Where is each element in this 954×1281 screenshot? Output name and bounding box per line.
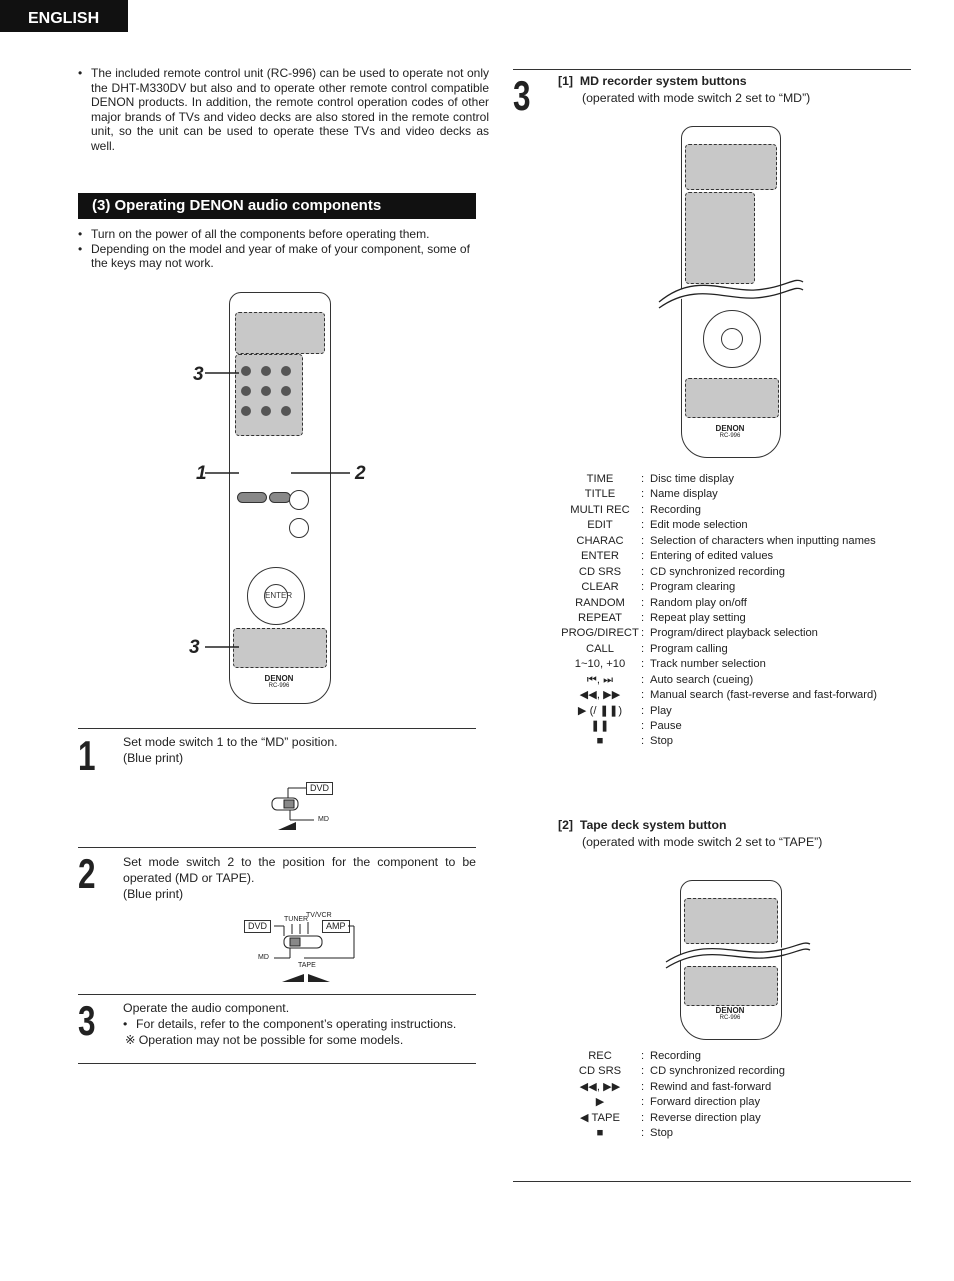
- dvd-label: DVD: [244, 920, 272, 933]
- tape-label: TAPE: [298, 962, 316, 969]
- step-bullet: For details, refer to the component’s op…: [123, 1016, 483, 1032]
- remote-brand: DENON: [715, 424, 745, 433]
- md-label: MD: [258, 954, 269, 961]
- dvd-label: DVD: [306, 782, 334, 795]
- divider: [513, 69, 911, 70]
- step-print-note: (Blue print): [123, 887, 184, 901]
- remote-brand: DENON: [264, 674, 294, 683]
- divider: [78, 728, 476, 729]
- tvvcr-label: TV/VCR: [306, 912, 332, 919]
- step-print-note: (Blue print): [123, 751, 184, 765]
- step-text: Set mode switch 1 to the “MD” position. …: [123, 734, 476, 766]
- right-step-number: 3: [513, 72, 531, 119]
- tape-section-heading: [2] Tape deck system button: [558, 818, 727, 832]
- divider: [78, 1063, 476, 1064]
- remote-model: RC-996: [719, 1015, 741, 1021]
- step-text: Operate the audio component. For details…: [123, 1000, 483, 1048]
- step-number: 1: [78, 732, 96, 779]
- callout-3-top: 3: [193, 364, 204, 385]
- step-number: 3: [78, 997, 96, 1044]
- intro-paragraph: The included remote control unit (RC-996…: [78, 66, 489, 154]
- callout-2: 2: [355, 463, 366, 484]
- remote-illustration-md: DENON RC-996: [655, 122, 805, 462]
- section-notes: Turn on the power of all the components …: [78, 227, 476, 271]
- divider: [78, 847, 476, 848]
- section-heading: (3) Operating DENON audio components: [78, 193, 476, 219]
- step-instruction: Set mode switch 2 to the position for th…: [123, 855, 476, 885]
- remote-model: RC-996: [719, 433, 741, 439]
- callout-lines: [205, 372, 350, 648]
- section-note: Depending on the model and year of make …: [78, 242, 476, 271]
- step-instruction: Operate the audio component.: [123, 1001, 290, 1015]
- language-tab: ENGLISH: [0, 0, 128, 32]
- tape-section-note: (operated with mode switch 2 set to “TAP…: [582, 835, 823, 849]
- remote-illustration-main: ENTER DENON RC-996: [229, 292, 333, 706]
- tuner-label: TUNER: [284, 916, 309, 923]
- step-instruction: Set mode switch 1 to the “MD” position.: [123, 735, 338, 749]
- md-label: MD: [318, 816, 329, 823]
- callout-1: 1: [196, 463, 207, 484]
- remote-illustration-tape: DENON RC-996: [664, 876, 812, 1042]
- divider: [78, 994, 476, 995]
- switch-diagram-2: DVD AMP TUNER TV/VCR MD TAPE: [244, 912, 364, 984]
- remote-brand: DENON: [715, 1006, 745, 1015]
- md-section-note: (operated with mode switch 2 set to “MD”…: [582, 91, 811, 105]
- remote-model: RC-996: [268, 683, 290, 689]
- divider: [513, 1181, 911, 1182]
- switch-diagram-1: DVD MD: [268, 780, 348, 832]
- section-note: Turn on the power of all the components …: [78, 227, 476, 242]
- step-number: 2: [78, 850, 96, 897]
- step-text: Set mode switch 2 to the position for th…: [123, 854, 476, 902]
- md-section-heading: [1] MD recorder system buttons: [558, 74, 747, 88]
- callout-3-bottom: 3: [189, 637, 200, 658]
- step-note: ※ Operation may not be possible for some…: [125, 1033, 404, 1047]
- remote-enter-key: ENTER: [264, 584, 292, 608]
